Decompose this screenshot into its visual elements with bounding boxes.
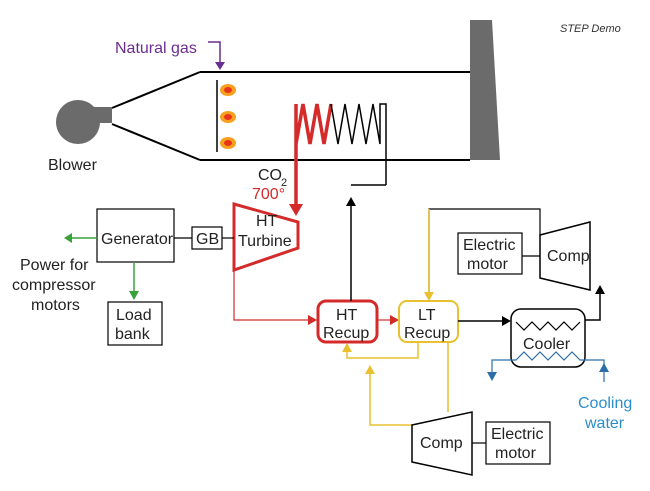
bottom-electric-motor [485, 421, 551, 465]
power-label-line2: compressor [12, 277, 96, 294]
lt-recup-label-2: Recup [404, 325, 450, 342]
cooling-water-label-2: water [584, 415, 625, 432]
turbine-exhaust-arrowhead [308, 315, 317, 325]
natural-gas-arrowhead [215, 62, 225, 70]
cooling-water-out-arrowhead [487, 372, 497, 381]
load-bank [107, 301, 163, 346]
flame-icon-1 [220, 84, 236, 96]
ht-turbine [232, 202, 300, 273]
lt-to-ht-cold-arrowhead [342, 343, 352, 352]
cooler-water-coil [491, 351, 605, 372]
co2-label: CO [258, 167, 282, 184]
natural-gas-arrow [208, 41, 221, 66]
heater-coil-cool [330, 103, 387, 185]
duct-inlet-top [111, 71, 201, 109]
generator [96, 208, 175, 263]
demo-label: STEP Demo [560, 23, 621, 35]
cooler-hot-coil [515, 321, 581, 331]
co2-subscript: 2 [281, 177, 287, 189]
ht-to-lt-recup-arrowhead [390, 315, 399, 325]
power-label-line1: Power for [20, 257, 89, 274]
load-bank-arrowhead [129, 291, 139, 300]
blower-icon [56, 100, 100, 144]
bottom-compressor [411, 411, 473, 476]
lt-to-ht-cold-line [346, 342, 419, 359]
bottom-motor-label-2: motor [495, 445, 537, 462]
bottom-comp-discharge-line [369, 372, 412, 426]
top-motor-label-1: Electric [463, 237, 515, 254]
top-compressor [539, 221, 591, 291]
lt-recup-label-1: LT [418, 307, 436, 324]
turbine-exhaust-line [233, 270, 310, 321]
cooling-water-in-arrowhead [599, 363, 609, 372]
ht-recup-to-heater-arrowhead [346, 197, 356, 206]
bottom-motor-label-1: Electric [491, 426, 543, 443]
cooler-to-comp-arrowhead [595, 285, 605, 294]
heater-coil-hot [294, 103, 333, 145]
top-electric-motor [457, 232, 523, 275]
top-compressor-label: Comp [547, 248, 590, 265]
load-bank-label-1: Load [116, 307, 152, 324]
cooler-label: Cooler [523, 336, 571, 353]
ht-turbine-label-2: Turbine [238, 233, 292, 250]
ht-recuperator [316, 299, 379, 344]
power-output-arrowhead [64, 233, 72, 243]
cooling-water-label-1: Cooling [578, 395, 632, 412]
ht-recup-label-1: HT [336, 307, 358, 324]
blower-outlet [90, 107, 112, 123]
top-comp-discharge-arrowhead [424, 292, 434, 301]
cooler-to-comp-line [585, 292, 601, 321]
gearbox-label: GB [196, 231, 219, 248]
natural-gas-label: Natural gas [115, 40, 197, 57]
lt-recup-to-cooler-arrowhead [502, 316, 511, 326]
flame-icon-3 [220, 137, 236, 149]
exhaust-stack [470, 20, 500, 160]
duct-inlet-bottom [111, 123, 201, 161]
cooler [510, 308, 586, 368]
power-label-line3: motors [31, 297, 80, 314]
temperature-label: 700° [252, 186, 285, 203]
ht-turbine-label-1: HT [256, 213, 278, 230]
top-motor-label-2: motor [467, 256, 509, 273]
load-bank-label-2: bank [115, 326, 151, 343]
ht-recup-label-2: Recup [323, 325, 369, 342]
bottom-comp-discharge-arrowhead [365, 365, 375, 374]
hot-co2-arrowhead [289, 204, 303, 216]
generator-label: Generator [101, 231, 174, 248]
flame-icon-2 [220, 111, 236, 123]
bottom-compressor-label: Comp [420, 435, 463, 452]
blower-label: Blower [48, 157, 98, 174]
